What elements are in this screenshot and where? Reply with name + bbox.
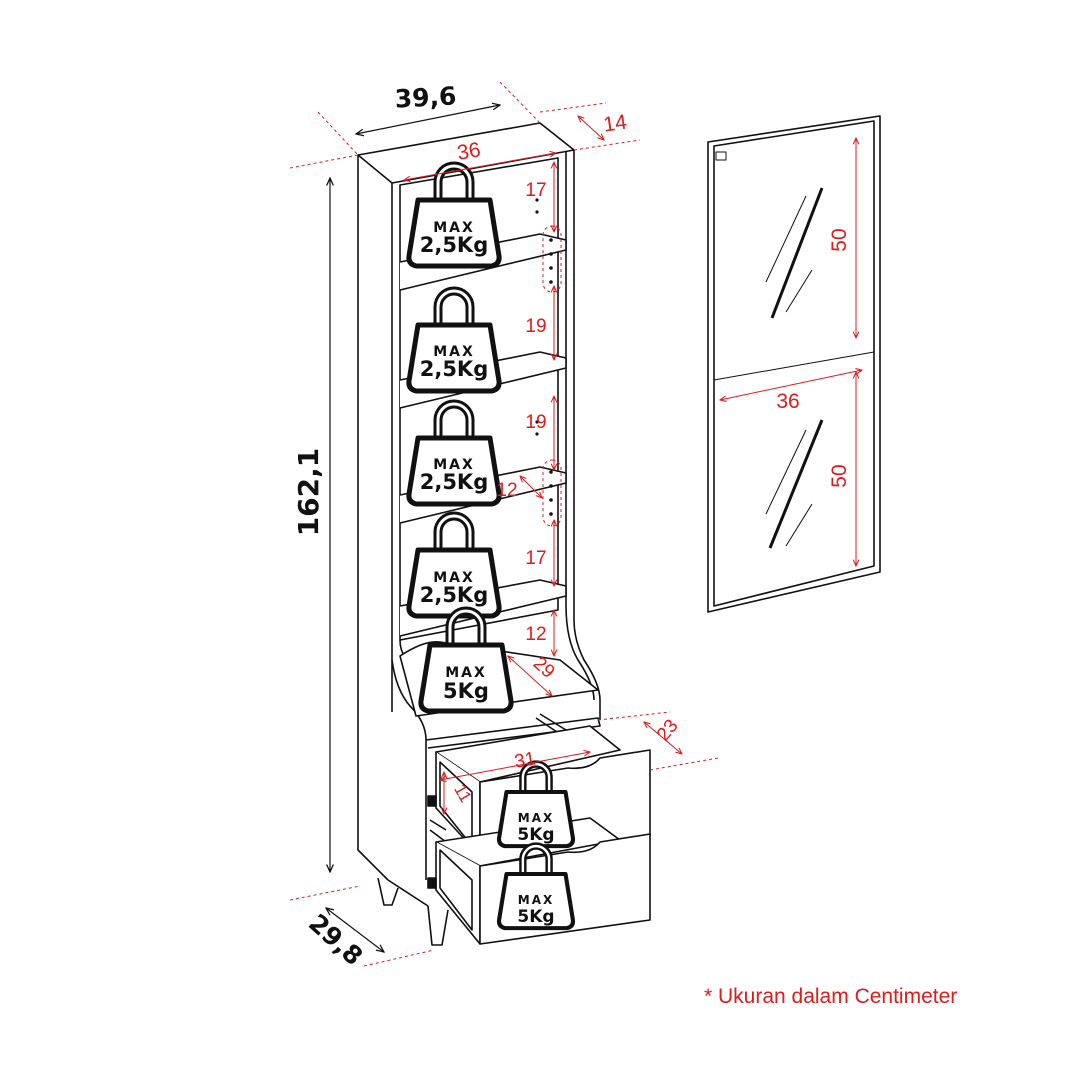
weight-badge-shelf-2: MAX 2,5Kg <box>409 291 499 391</box>
dimension-height: 162,1 <box>289 154 361 901</box>
max-label: MAX <box>433 570 475 586</box>
drawer-width-label: 31 <box>513 748 537 772</box>
dimension-total-width: 39,6 <box>317 81 541 156</box>
max-label: MAX <box>445 665 487 681</box>
door-bottom-height-label: 50 <box>828 464 851 487</box>
max-label: MAX <box>433 344 475 360</box>
weight-badge-drawer-bottom: MAX 5Kg <box>499 846 573 928</box>
door-top-height-label: 50 <box>828 228 851 251</box>
back-depth-label: 14 <box>602 111 629 137</box>
dimension-door <box>720 138 862 566</box>
weight-value: 2,5Kg <box>420 583 489 607</box>
weight-badge-shelf-1: MAX 2,5Kg <box>409 166 499 266</box>
weight-value: 5Kg <box>517 907 554 927</box>
height-label: 162,1 <box>292 448 325 537</box>
weight-value: 5Kg <box>443 679 489 703</box>
weight-badge-shelf-3: MAX 2,5Kg <box>409 404 499 504</box>
weight-value: 2,5Kg <box>420 357 489 381</box>
dimension-shelf-gaps <box>520 162 554 656</box>
shelf-gap-1-label: 17 <box>525 180 546 201</box>
weight-badge-open-shelf: MAX 5Kg <box>421 611 511 711</box>
dimension-depth-bottom: 29,8 <box>303 908 435 971</box>
max-label: MAX <box>433 457 475 473</box>
unit-note: * Ukuran dalam Centimeter <box>704 985 958 1008</box>
depth-bottom-label: 29,8 <box>303 908 368 971</box>
drawer-depth-label: 23 <box>653 716 683 746</box>
shelf-gap-4-label: 17 <box>525 548 546 569</box>
weight-value: 2,5Kg <box>420 233 489 257</box>
max-label: MAX <box>433 220 475 236</box>
max-label: MAX <box>518 811 554 825</box>
inner-width-label: 36 <box>455 138 482 165</box>
dimension-inner-width: 36 <box>404 138 556 180</box>
weight-value: 5Kg <box>517 825 554 845</box>
shelf-pin-spacing-label: 12 <box>496 480 517 501</box>
weight-value: 2,5Kg <box>420 470 489 494</box>
dimension-back-depth: 14 <box>539 102 641 151</box>
shelf-gap-2-label: 19 <box>525 316 546 337</box>
max-label: MAX <box>518 893 554 907</box>
door-width-label: 36 <box>776 390 799 413</box>
weight-badge-drawer-top: MAX 5Kg <box>499 764 573 846</box>
shelf-gap-3-label: 19 <box>525 412 546 433</box>
dimension-drawer-width: 31 <box>440 748 590 780</box>
glass-door-panel <box>707 115 881 613</box>
shelf-gap-5-label: 12 <box>525 624 546 645</box>
total-width-label: 39,6 <box>394 81 457 113</box>
weight-badge-shelf-4: MAX 2,5Kg <box>409 516 499 616</box>
